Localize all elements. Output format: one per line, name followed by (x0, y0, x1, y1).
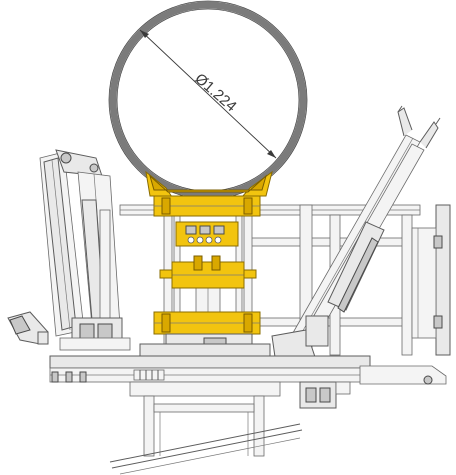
diameter-label: Ø1.224 (191, 70, 239, 115)
base-chassis (49, 355, 447, 457)
central-mast (139, 195, 271, 359)
ground-slope (109, 423, 303, 475)
left-crane-arm (7, 149, 131, 351)
pipe-cross-section (108, 0, 308, 200)
diameter-dimension: Ø1.224 (139, 29, 277, 159)
connector-block (133, 369, 165, 381)
right-crane-arm (271, 105, 441, 365)
